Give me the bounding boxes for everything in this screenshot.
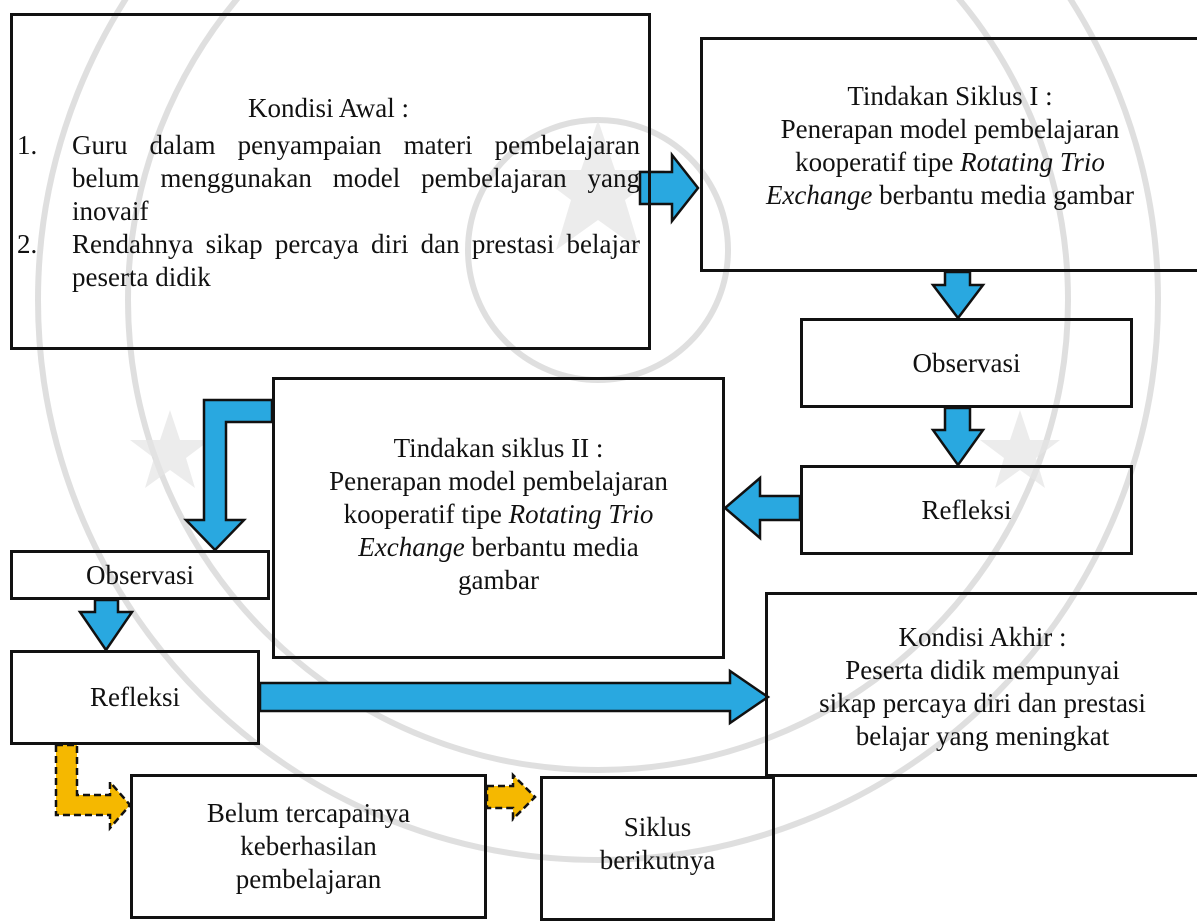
- observasi-box-right: Observasi: [800, 318, 1133, 408]
- observasi-label: Observasi: [86, 559, 194, 590]
- siklus2-line3: Exchange berbantu media: [358, 532, 639, 562]
- belum-tercapai-box: Belum tercapainya keberhasilan pembelaja…: [130, 774, 487, 919]
- refleksi-label: Refleksi: [921, 494, 1012, 525]
- kondisi-akhir-line1: Peserta didik mempunyai: [845, 655, 1120, 685]
- kondisi-awal-title: Kondisi Awal :: [247, 93, 410, 123]
- arrow-dashed-elbow-icon: [54, 743, 132, 832]
- observasi-box-left: Observasi: [10, 550, 270, 600]
- arrow-long-right-icon: [258, 668, 771, 726]
- kondisi-awal-box: Kondisi Awal : 1. Guru dalam penyampaian…: [10, 13, 651, 350]
- list-item: 2. Rendahnya sikap percaya diri dan pres…: [17, 228, 640, 294]
- list-number: 1.: [17, 130, 38, 160]
- kondisi-awal-list: 1. Guru dalam penyampaian materi pembela…: [17, 129, 640, 294]
- siklus1-line2: kooperatif tipe Rotating Trio: [795, 147, 1105, 177]
- kondisi-akhir-line3: belajar yang meningkat: [855, 721, 1110, 751]
- siklus1-line1: Penerapan model pembelajaran: [780, 114, 1120, 144]
- belum-line1: Belum tercapainya: [206, 798, 411, 828]
- tindakan-siklus-1-box: Tindakan Siklus I : Penerapan model pemb…: [700, 37, 1197, 272]
- list-item: 1. Guru dalam penyampaian materi pembela…: [17, 129, 640, 228]
- siklus2-line4: gambar: [458, 565, 539, 595]
- belum-line3: pembelajaran: [235, 864, 382, 894]
- belum-line2: keberhasilan: [240, 831, 377, 861]
- siklus1-line3: Exchange berbantu media gambar: [765, 180, 1135, 210]
- refleksi-label: Refleksi: [90, 682, 180, 712]
- arrow-down-icon: [77, 598, 135, 653]
- siklus2-line1: Penerapan model pembelajaran: [329, 466, 668, 496]
- list-text: Rendahnya sikap percaya diri dan prestas…: [72, 229, 640, 292]
- kondisi-akhir-line2: sikap percaya diri dan prestasi: [819, 688, 1146, 718]
- list-text: Guru dalam penyampaian materi pembelajar…: [72, 130, 640, 226]
- siklus2-title: Tindakan siklus II :: [393, 433, 604, 463]
- arrow-elbow-down-icon: [183, 398, 274, 552]
- siklus-berikutnya-line1: Siklus: [623, 812, 692, 842]
- tindakan-siklus-2-box: Tindakan siklus II : Penerapan model pem…: [272, 377, 725, 659]
- refleksi-box-left: Refleksi: [10, 650, 260, 745]
- arrow-left-icon: [723, 475, 802, 541]
- arrow-dashed-right-icon: [485, 771, 537, 823]
- siklus1-title: Tindakan Siklus I :: [847, 81, 1053, 111]
- arrow-down-icon: [930, 406, 986, 468]
- kondisi-akhir-title: Kondisi Akhir :: [898, 622, 1067, 652]
- list-number: 2.: [17, 229, 38, 259]
- observasi-label: Observasi: [912, 347, 1021, 378]
- siklus-berikutnya-box: Siklus berikutnya: [540, 776, 775, 921]
- arrow-down-icon: [930, 270, 986, 321]
- refleksi-box-right: Refleksi: [800, 465, 1133, 555]
- siklus-berikutnya-line2: berikutnya: [599, 845, 716, 875]
- siklus2-line2: kooperatif tipe Rotating Trio: [343, 499, 654, 529]
- kondisi-akhir-box: Kondisi Akhir : Peserta didik mempunyai …: [765, 592, 1197, 777]
